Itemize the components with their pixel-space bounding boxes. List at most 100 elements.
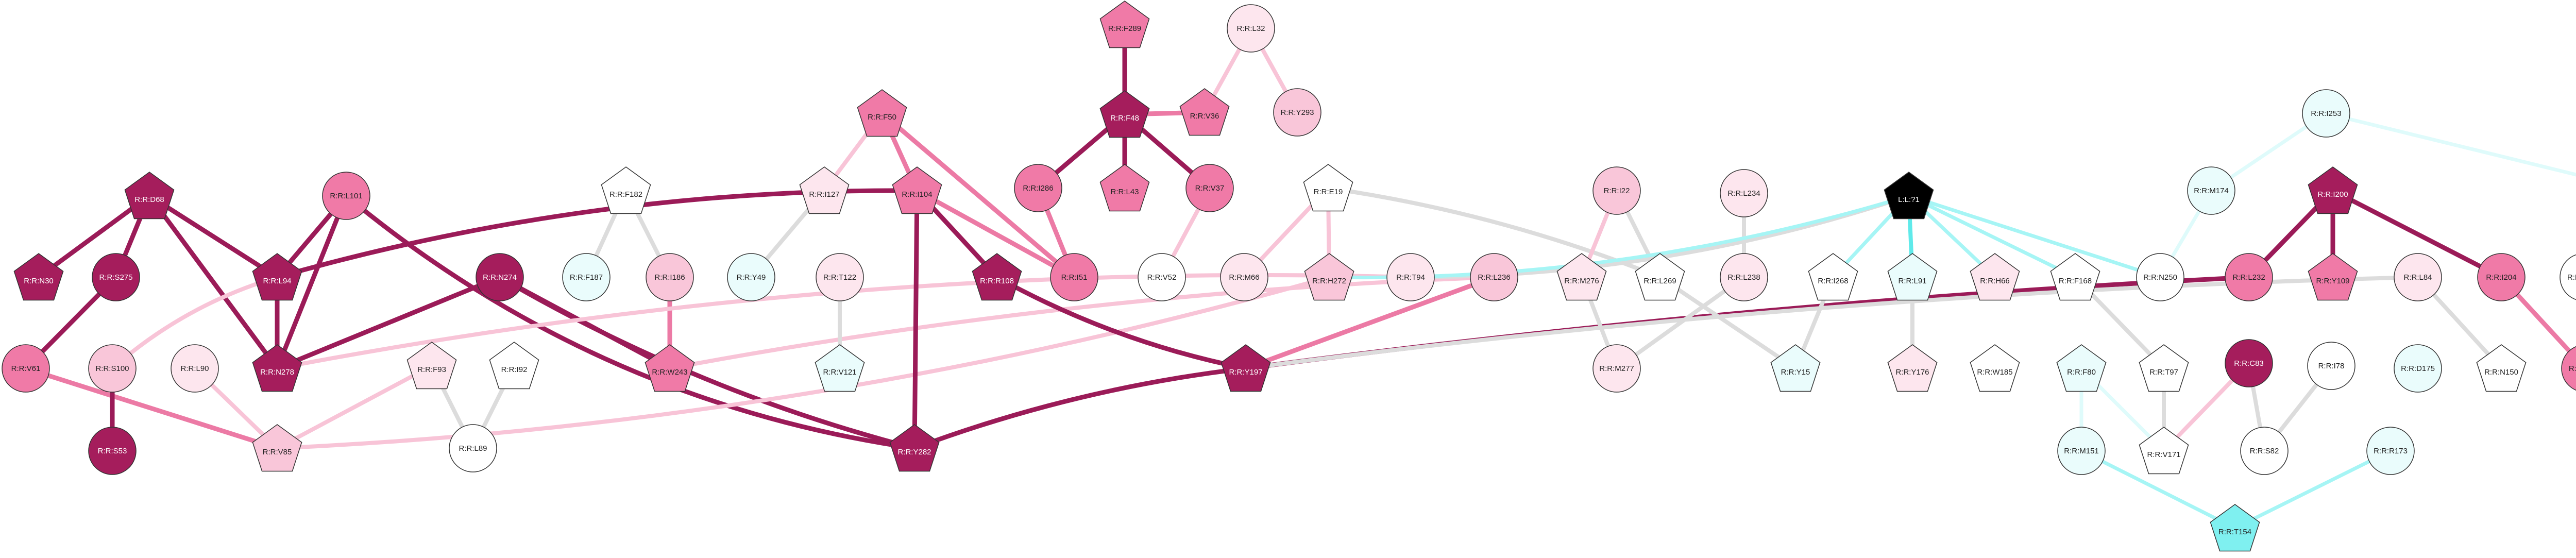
node-circle-shape bbox=[171, 344, 219, 393]
node-label: R:R:I186 bbox=[654, 273, 685, 282]
node-r-r-s82: R:R:S82 bbox=[2240, 427, 2289, 475]
node-pentagon-shape bbox=[2139, 427, 2189, 475]
node-r-r-s100: R:R:S100 bbox=[88, 344, 137, 393]
node-circle-shape bbox=[646, 253, 694, 301]
node-r-r-t154: R:R:T154 bbox=[2210, 504, 2260, 552]
edge-l-l-1-to-r-r-f168 bbox=[1907, 194, 2077, 279]
node-r-r-t228: R:R:T228 bbox=[2561, 346, 2576, 391]
node-label: R:R:F201 bbox=[2567, 273, 2576, 282]
node-label: R:R:I204 bbox=[2486, 273, 2516, 282]
node-circle-shape bbox=[322, 172, 370, 220]
node-circle-shape bbox=[1592, 344, 1641, 393]
edge-r-r-i253-to-r-r-v259 bbox=[2324, 111, 2576, 177]
node-r-r-y15: R:R:Y15 bbox=[1770, 344, 1821, 392]
node-r-r-i51: R:R:I51 bbox=[1050, 253, 1098, 301]
node-pentagon-shape bbox=[1304, 253, 1354, 301]
node-label: R:R:M66 bbox=[1229, 273, 1259, 282]
node-r-r-l32: R:R:L32 bbox=[1227, 4, 1275, 53]
edge-r-r-f50-to-r-r-i51 bbox=[879, 111, 1077, 280]
node-label: R:R:V36 bbox=[1190, 112, 1219, 121]
node-r-r-f48: R:R:F48 bbox=[1099, 90, 1150, 138]
node-r-r-l101: R:R:L101 bbox=[322, 172, 370, 220]
node-circle-shape bbox=[2225, 253, 2273, 301]
node-label: R:R:W185 bbox=[1977, 368, 2012, 377]
node-pentagon-shape bbox=[1884, 172, 1934, 219]
node-r-r-i286: R:R:I286 bbox=[1014, 164, 1062, 212]
node-r-r-r173: R:R:R173 bbox=[2366, 427, 2415, 475]
node-label: R:R:I286 bbox=[1023, 184, 1053, 193]
node-r-r-y197: R:R:Y197 bbox=[1221, 344, 1271, 392]
node-circle-shape bbox=[2302, 89, 2350, 138]
node-circle-shape bbox=[2187, 166, 2235, 215]
edge-r-r-i104-to-r-r-i51 bbox=[914, 188, 1077, 280]
node-label: R:R:S53 bbox=[98, 447, 127, 455]
node-r-r-l238: R:R:L238 bbox=[1720, 253, 1768, 301]
node-label: R:R:W243 bbox=[652, 368, 687, 377]
node-r-r-l269: R:R:L269 bbox=[1635, 253, 1685, 301]
node-r-r-l91: R:R:L91 bbox=[1887, 253, 1938, 301]
node-r-r-l84: R:R:L84 bbox=[2394, 253, 2442, 301]
edge-r-r-d68-to-r-r-n278 bbox=[147, 193, 280, 371]
node-label: R:R:S275 bbox=[99, 273, 132, 282]
node-label: R:R:F289 bbox=[1108, 24, 1141, 33]
node-l-l-1: L:L:?1 bbox=[1884, 172, 1934, 219]
node-label: R:R:L232 bbox=[2232, 273, 2265, 282]
node-label: R:R:N274 bbox=[483, 273, 517, 282]
node-r-r-d175: R:R:D175 bbox=[2394, 344, 2442, 393]
node-label: R:R:T228 bbox=[2569, 364, 2576, 373]
node-pentagon-shape bbox=[1770, 344, 1821, 392]
edge-r-r-r108-to-r-r-y197 bbox=[994, 275, 1248, 371]
node-pentagon-shape bbox=[2050, 253, 2100, 301]
node-r-r-y282: R:R:Y282 bbox=[889, 424, 940, 472]
node-r-r-m277: R:R:M277 bbox=[1592, 344, 1641, 393]
node-label: R:R:F187 bbox=[570, 273, 603, 282]
node-label: L:L:?1 bbox=[1898, 195, 1920, 204]
node-pentagon-shape bbox=[124, 172, 175, 219]
node-r-r-m276: R:R:M276 bbox=[1556, 253, 1607, 301]
node-label: R:R:I268 bbox=[1818, 277, 1848, 285]
edge-r-r-y197-to-r-r-y282 bbox=[912, 366, 1248, 451]
edge-r-r-l269-to-r-r-y15 bbox=[1658, 275, 1798, 370]
node-r-r-f187: R:R:F187 bbox=[562, 253, 611, 301]
node-r-r-i204: R:R:I204 bbox=[2477, 253, 2526, 301]
node-label: R:R:I51 bbox=[1061, 273, 1088, 282]
node-label: R:R:V121 bbox=[823, 368, 856, 377]
node-pentagon-shape bbox=[252, 424, 302, 472]
node-r-r-h272: R:R:H272 bbox=[1304, 253, 1354, 301]
node-label: R:R:Y49 bbox=[737, 273, 766, 282]
node-label: R:R:I92 bbox=[501, 365, 528, 374]
node-label: R:R:Y197 bbox=[1229, 368, 1262, 377]
node-pentagon-shape bbox=[13, 253, 64, 301]
node-label: R:R:T94 bbox=[1396, 273, 1425, 282]
node-label: R:R:H272 bbox=[1312, 277, 1346, 285]
node-r-r-n278: R:R:N278 bbox=[252, 344, 302, 392]
node-pentagon-shape bbox=[2308, 253, 2358, 301]
edge-l-l-1-to-r-r-n250 bbox=[1907, 194, 2162, 279]
node-label: R:R:V85 bbox=[263, 448, 292, 456]
node-r-r-f201: R:R:F201 bbox=[2560, 254, 2576, 300]
node-r-r-f168: R:R:F168 bbox=[2050, 253, 2100, 301]
node-circle-shape bbox=[1138, 253, 1186, 301]
node-r-r-i253: R:R:I253 bbox=[2302, 89, 2350, 138]
node-r-r-s53: R:R:S53 bbox=[88, 427, 137, 475]
node-label: R:R:I78 bbox=[2318, 362, 2345, 370]
node-pentagon-shape bbox=[1221, 344, 1271, 392]
node-label: R:R:M277 bbox=[1599, 364, 1634, 373]
edge-r-r-m151-to-r-r-t154 bbox=[2079, 449, 2237, 530]
node-label: R:R:V52 bbox=[1147, 273, 1177, 282]
node-r-r-w243: R:R:W243 bbox=[645, 344, 695, 392]
node-r-r-w185: R:R:W185 bbox=[1970, 344, 2020, 392]
node-label: R:R:M174 bbox=[2194, 187, 2229, 195]
node-circle-shape bbox=[1227, 4, 1275, 53]
node-r-r-f182: R:R:F182 bbox=[601, 166, 651, 214]
node-pentagon-shape bbox=[892, 166, 942, 214]
node-label: R:R:F48 bbox=[1110, 114, 1139, 123]
node-r-r-i92: R:R:I92 bbox=[489, 342, 539, 390]
node-label: R:R:V37 bbox=[1195, 184, 1225, 193]
node-r-r-n150: R:R:N150 bbox=[2476, 344, 2527, 392]
node-pentagon-shape bbox=[2056, 344, 2107, 392]
node-r-r-l89: R:R:L89 bbox=[449, 424, 497, 472]
edge-r-r-n274-to-r-r-y282 bbox=[497, 275, 917, 451]
node-label: R:R:T122 bbox=[823, 273, 856, 282]
